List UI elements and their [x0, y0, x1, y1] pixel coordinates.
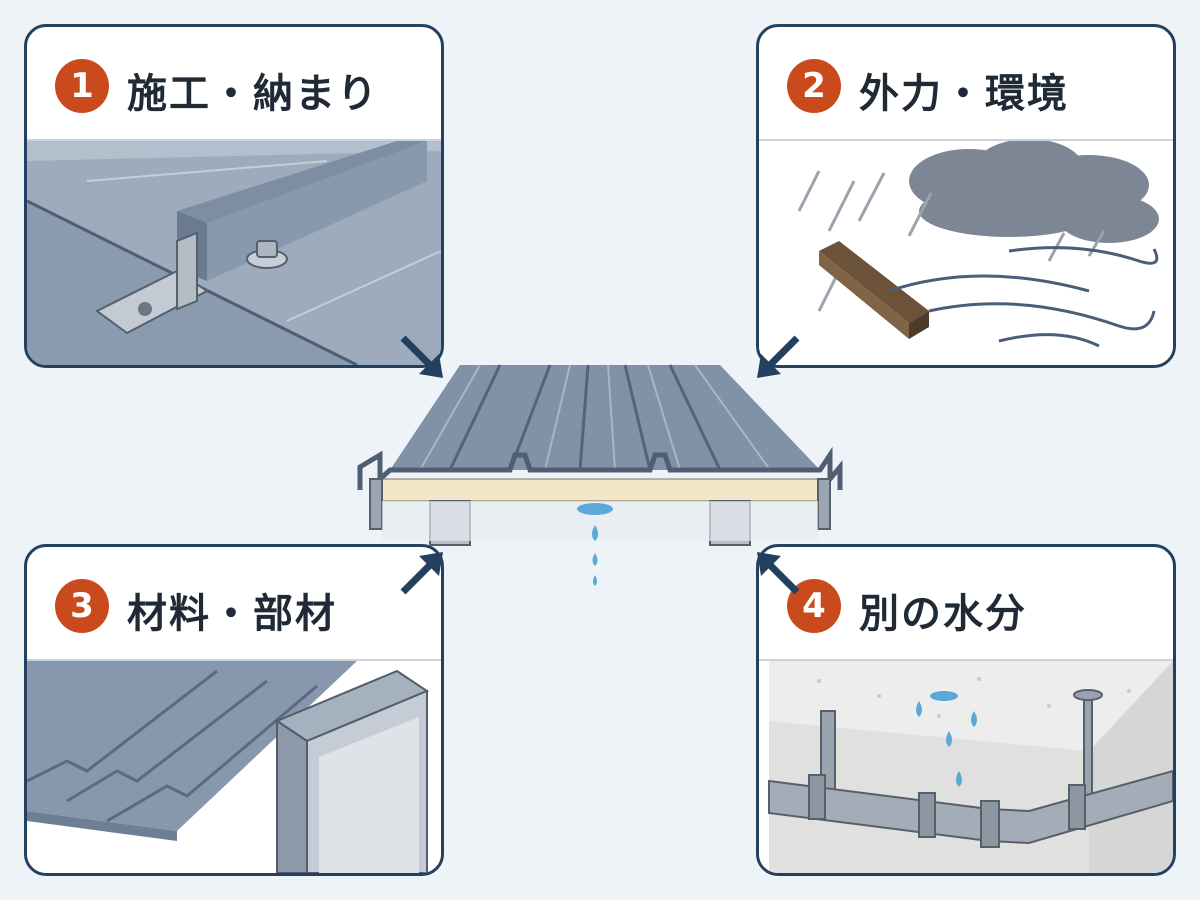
arrow-from-factor-2: [757, 335, 800, 378]
arrow-from-factor-3: [400, 552, 443, 595]
roof-panel-material-icon: [27, 661, 441, 873]
storm-debris-icon: [759, 141, 1173, 365]
factor-header-2: 2 外力・環境: [759, 27, 1173, 141]
factor-panel-3: 3 材料・部材: [24, 544, 444, 876]
factor-header-1: 1 施工・納まり: [27, 27, 441, 141]
pipe-condensation-icon: [759, 661, 1173, 873]
factor-number-badge: 3: [55, 579, 109, 633]
factor-number-badge: 2: [787, 59, 841, 113]
bracket-fastener-icon: [27, 141, 441, 365]
factor-panel-2: 2 外力・環境: [756, 24, 1176, 368]
factor-panel-1: 1 施工・納まり: [24, 24, 444, 368]
factor-title: 外力・環境: [859, 71, 1069, 117]
factor-title: 別の水分: [859, 591, 1027, 637]
factor-title: 材料・部材: [127, 591, 337, 637]
factor-header-3: 3 材料・部材: [27, 547, 441, 661]
arrow-from-factor-1: [400, 335, 443, 378]
arrow-from-factor-4: [757, 552, 800, 595]
roof-section-diagram: [357, 364, 843, 586]
factor-panel-4: 4 別の水分: [756, 544, 1176, 876]
factor-title: 施工・納まり: [127, 71, 379, 117]
factor-number-badge: 1: [55, 59, 109, 113]
